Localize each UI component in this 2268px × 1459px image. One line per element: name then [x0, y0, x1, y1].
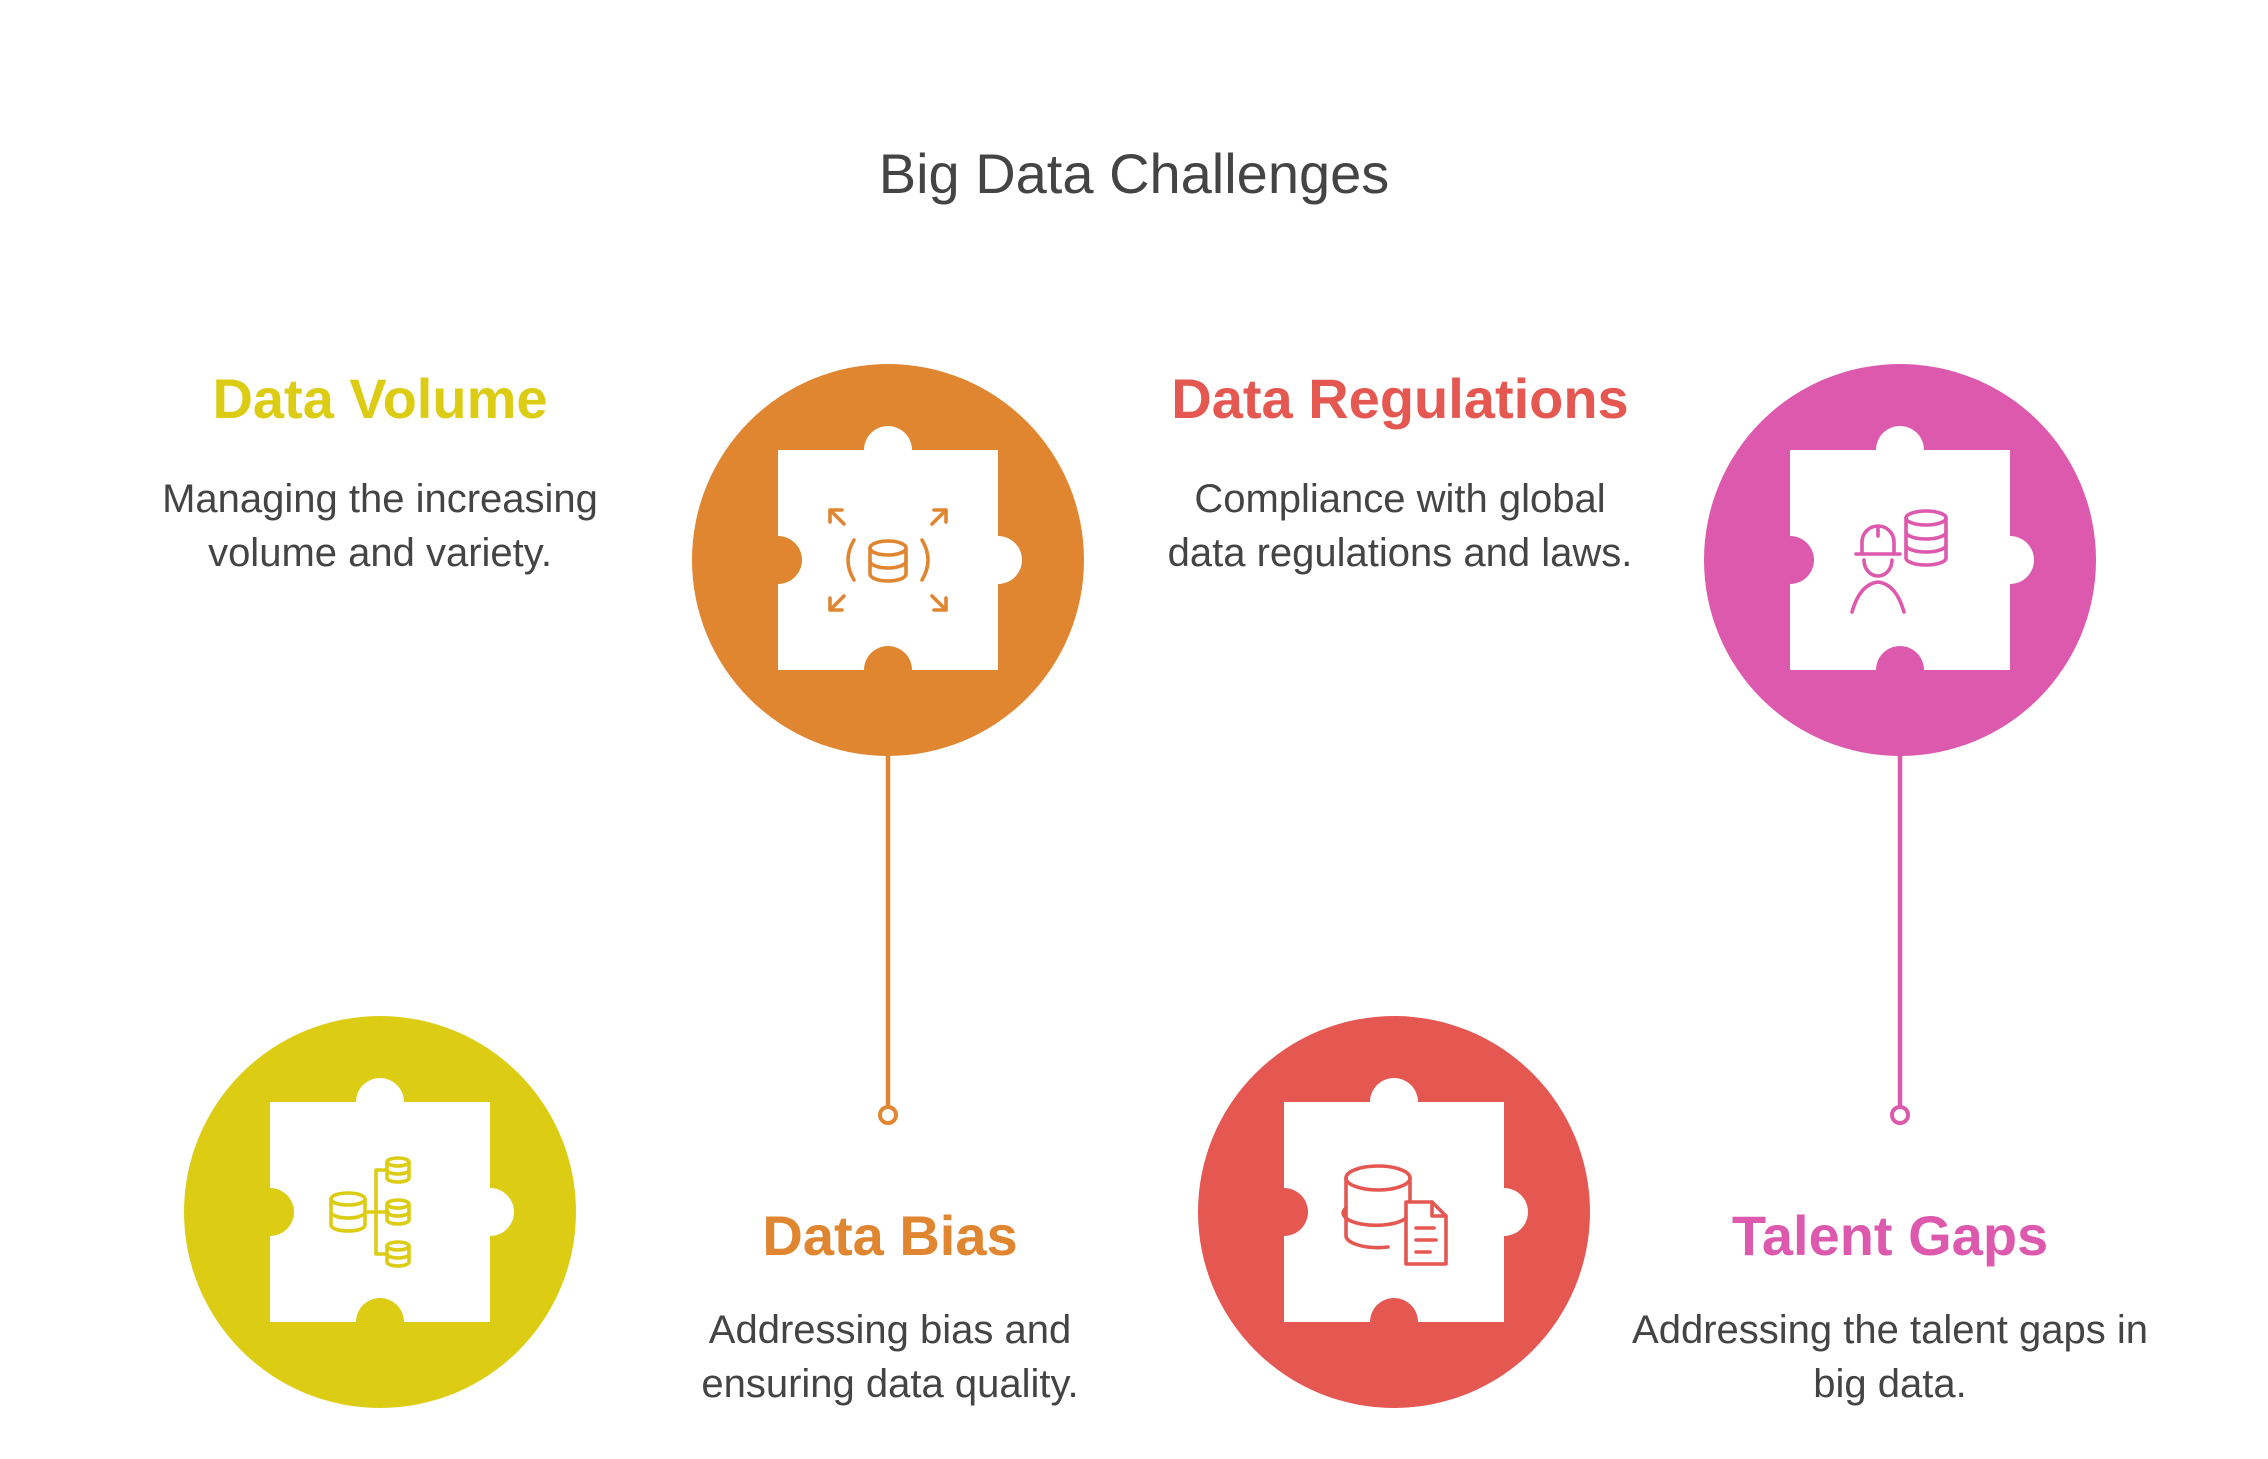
talent-gaps-description: Addressing the talent gaps in big data. [1632, 1307, 2148, 1407]
data-regulations-description: Compliance with global data regulations … [1167, 476, 1633, 576]
data-bias-heading: Data Bias [762, 1204, 1018, 1267]
data-regulations-block: Data Regulations Compliance with global … [1150, 362, 1650, 581]
data-bias-block: Data Bias Addressing bias and ensuring d… [630, 1199, 1150, 1412]
database-tree-icon [329, 1156, 411, 1268]
database-document-icon [1341, 1164, 1448, 1266]
puzzle-piece-icon [778, 426, 1022, 670]
data-regulations-node [1198, 1016, 1590, 1408]
connector-data-bias [878, 755, 898, 1125]
database-expand-icon [828, 508, 948, 612]
data-bias-description: Addressing bias and ensuring data qualit… [701, 1307, 1079, 1407]
talent-gaps-node [1704, 364, 2096, 756]
diagram-title: Big Data Challenges [878, 142, 1390, 205]
data-volume-heading: Data Volume [212, 367, 548, 430]
data-regulations-heading: Data Regulations [1171, 367, 1629, 430]
engineer-database-icon [1850, 509, 1948, 614]
talent-gaps-block: Talent Gaps Addressing the talent gaps i… [1630, 1199, 2150, 1412]
talent-gaps-heading: Talent Gaps [1731, 1204, 2049, 1267]
puzzle-piece-icon [1790, 426, 2034, 670]
data-volume-block: Data Volume Managing the increasing volu… [130, 362, 630, 581]
connector-talent-gaps [1890, 755, 1910, 1125]
data-volume-description: Managing the increasing volume and varie… [162, 476, 598, 576]
data-bias-node [692, 364, 1084, 756]
data-volume-node [184, 1016, 576, 1408]
puzzle-piece-icon [1284, 1078, 1528, 1322]
